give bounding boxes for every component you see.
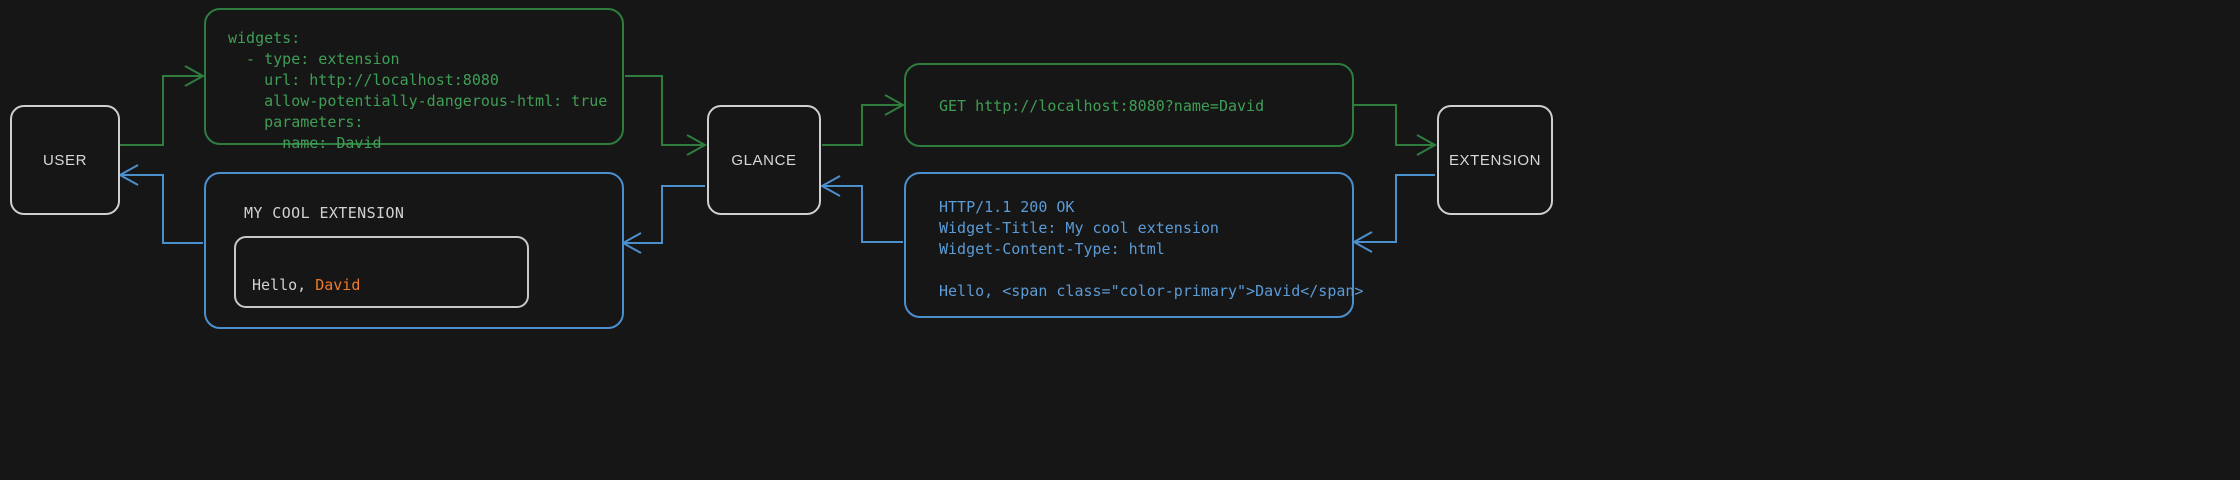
greeting-prefix: Hello, — [252, 276, 316, 294]
bubble-config-yaml[interactable]: widgets: - type: extension url: http://l… — [204, 8, 624, 152]
config-yaml-text: widgets: - type: extension url: http://l… — [228, 29, 608, 152]
http-response-text: HTTP/1.1 200 OK Widget-Title: My cool ex… — [939, 198, 1364, 300]
node-extension-label: EXTENSION — [1448, 151, 1542, 169]
wire-response-to-glance — [819, 175, 903, 243]
node-glance-label: GLANCE — [731, 151, 797, 169]
wire-request-to-extension — [1354, 104, 1438, 156]
http-request-text: GET http://localhost:8080?name=David — [939, 97, 1265, 115]
bubble-rendered-widget[interactable]: MY COOL EXTENSION Hello, David — [204, 172, 624, 329]
node-glance[interactable]: GLANCE — [707, 105, 821, 215]
wire-glance-to-request — [822, 94, 906, 146]
bubble-http-response[interactable]: HTTP/1.1 200 OK Widget-Title: My cool ex… — [904, 172, 1363, 318]
node-user[interactable]: USER — [10, 105, 120, 215]
rendered-widget-body: Hello, David — [234, 236, 529, 308]
wire-glance-to-widget — [620, 185, 705, 254]
greeting-accent-name: David — [315, 276, 361, 294]
rendered-widget-greeting: Hello, David — [252, 276, 360, 294]
wire-user-to-config — [120, 65, 206, 146]
node-extension[interactable]: EXTENSION — [1437, 105, 1553, 215]
node-user-label: USER — [42, 151, 88, 169]
wire-widget-to-user — [117, 164, 203, 244]
wire-extension-to-response — [1351, 174, 1435, 253]
rendered-widget-title: MY COOL EXTENSION — [244, 204, 405, 222]
bubble-http-request[interactable]: GET http://localhost:8080?name=David — [904, 63, 1354, 147]
wire-config-to-glance — [625, 75, 708, 156]
